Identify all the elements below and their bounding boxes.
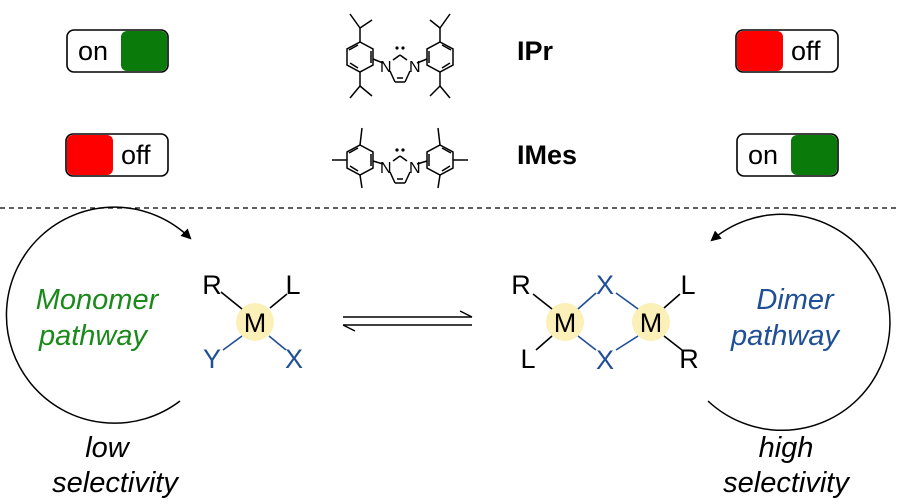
dimer-r-bottom: R: [679, 344, 699, 374]
monomer-label-line1: Monomer: [36, 284, 160, 316]
dimer-x-bottom: X: [596, 345, 614, 375]
dimer-selectivity-line2: selectivity: [723, 467, 850, 499]
dimer-metal-left: M: [554, 308, 577, 338]
ipr-structure: [346, 13, 454, 99]
ipr-nitrogen-left: N: [380, 59, 392, 76]
ipr-carbene-dots: [395, 46, 405, 50]
imes-label: IMes: [517, 140, 577, 170]
dimer-l-bottom: L: [520, 344, 535, 374]
dimer-l-top: L: [680, 270, 695, 300]
imes-carbene-dots: [395, 148, 405, 152]
equilibrium-arrows: [342, 310, 473, 332]
monomer-r: R: [202, 270, 222, 300]
monomer-cycle-arrow: [5, 206, 192, 424]
dimer-x-top: X: [596, 270, 614, 300]
dimer-selectivity-line1: high: [759, 432, 814, 464]
switch-ipr-left-label: on: [78, 36, 108, 66]
monomer-metal: M: [244, 308, 267, 338]
switch-ipr-right-label: off: [791, 36, 821, 66]
dimer-metal-right: M: [640, 308, 663, 338]
switch-imes-right: on: [736, 133, 839, 177]
imes-structure: [332, 127, 468, 189]
dimer-bonds: [532, 292, 683, 351]
monomer-x: X: [285, 344, 303, 374]
switch-imes-left-label: off: [121, 140, 151, 170]
monomer-metal-highlight: [236, 303, 274, 341]
dimer-r-top: R: [511, 270, 531, 300]
switch-imes-left: off: [65, 133, 169, 177]
monomer-label-line2: pathway: [38, 320, 149, 352]
dimer-cycle-arrow: [707, 213, 891, 431]
monomer-bonds: [220, 291, 288, 351]
monomer-selectivity-line2: selectivity: [52, 467, 179, 499]
monomer-l: L: [285, 270, 300, 300]
ipr-nitrogen-right: N: [409, 59, 421, 76]
imes-nitrogen-left: N: [380, 160, 392, 177]
monomer-selectivity-line1: low: [85, 432, 131, 464]
dimer-label-line1: Dimer: [756, 284, 835, 316]
switch-imes-right-label: on: [748, 140, 778, 170]
switch-ipr-left: on: [66, 29, 169, 73]
imes-nitrogen-right: N: [409, 160, 421, 177]
dimer-metal-highlight-right: [632, 303, 670, 341]
switch-ipr-right: off: [735, 29, 839, 73]
dimer-metal-highlight-left: [546, 303, 584, 341]
dimer-label-line2: pathway: [730, 320, 841, 352]
monomer-y: Y: [203, 344, 221, 374]
ipr-label: IPr: [517, 36, 554, 66]
